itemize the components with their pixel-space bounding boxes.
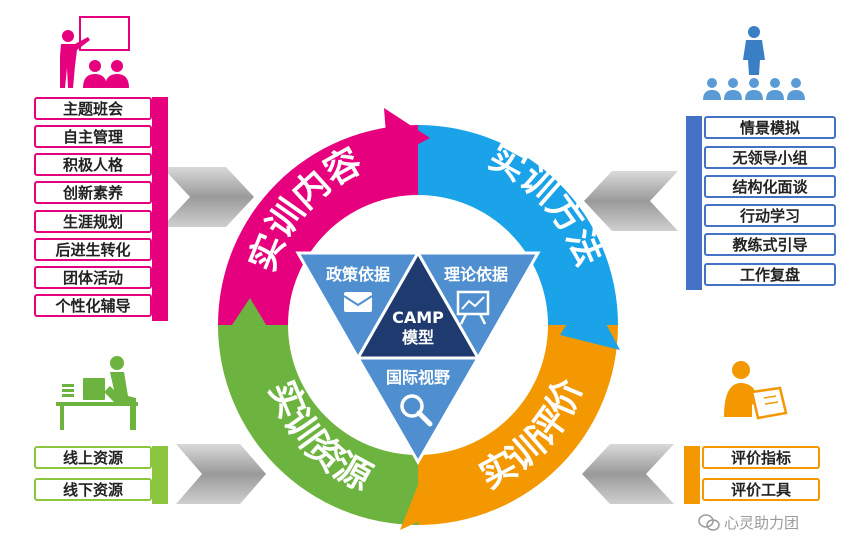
- watermark-text: 心灵助力团: [724, 514, 800, 532]
- group-leader-icon: [703, 26, 805, 100]
- list-item: 教练式引导: [704, 233, 836, 256]
- ring: [218, 108, 620, 530]
- list-item: 结构化面谈: [704, 175, 836, 198]
- triangle-global-label: 国际视野: [386, 368, 450, 387]
- ring-arrow-method: [560, 290, 620, 350]
- triangle-center: [355, 249, 481, 360]
- chevron-arrow-evaluation: [582, 444, 674, 504]
- list-item: 积极人格: [34, 153, 152, 176]
- triangle-policy-label: 政策依据: [326, 265, 390, 284]
- ring-arrow-evaluation: [400, 480, 455, 530]
- chevron-arrow-resources: [176, 444, 266, 504]
- magnifier-icon: [400, 394, 433, 427]
- method-list: 情景模拟 无领导小组 结构化面谈 行动学习 教练式引导 工作复盘: [686, 116, 836, 290]
- list-item: 情景模拟: [704, 116, 836, 139]
- list-item: 团体活动: [34, 266, 152, 289]
- list-item: 线上资源: [34, 446, 152, 469]
- content-list: 主题班会 自主管理 积极人格 创新素养 生涯规划 后进生转化 团体活动 个性化辅…: [34, 97, 168, 321]
- method-list-bar: [686, 116, 702, 290]
- triangle-center-line2: 模型: [402, 328, 434, 347]
- list-item: 个性化辅导: [34, 294, 152, 317]
- chevron-arrow-method: [584, 171, 678, 231]
- ring-segment-evaluation: [418, 325, 618, 525]
- ring-arrow-resources: [230, 298, 268, 328]
- list-item: 评价工具: [702, 478, 820, 501]
- person-at-computer-icon: [56, 356, 138, 430]
- list-item: 主题班会: [34, 97, 152, 120]
- teacher-at-board-icon: [60, 16, 130, 88]
- chevron-arrow-content: [162, 167, 254, 227]
- list-item: 工作复盘: [704, 263, 836, 286]
- chat-bubble-icon: [698, 513, 720, 531]
- list-item: 自主管理: [34, 125, 152, 148]
- ring-segment-method: [418, 125, 618, 325]
- ring-segment-content: [218, 125, 418, 325]
- resources-list-bar: [152, 446, 168, 504]
- triangle-center-line1: CAMP: [392, 308, 444, 327]
- evaluation-list: 评价指标 评价工具: [684, 446, 820, 504]
- list-item: 无领导小组: [704, 146, 836, 169]
- triangle-theory-label: 理论依据: [444, 265, 508, 284]
- list-item: 行动学习: [704, 204, 836, 227]
- content-list-bar: [152, 97, 168, 321]
- ring-arrow-content: [384, 108, 430, 160]
- presentation-board-icon: [456, 290, 490, 325]
- envelope-icon: [343, 292, 373, 312]
- camp-triangle: [295, 249, 541, 466]
- list-item: 创新素养: [34, 181, 152, 204]
- list-item: 线下资源: [34, 478, 152, 501]
- list-item: 评价指标: [702, 446, 820, 469]
- resources-list: 线上资源 线下资源: [34, 446, 168, 504]
- watermark: 心灵助力团: [698, 512, 799, 533]
- list-item: 生涯规划: [34, 210, 152, 233]
- evaluation-list-bar: [684, 446, 700, 504]
- list-item: 后进生转化: [34, 238, 152, 261]
- person-writing-icon: [724, 361, 788, 420]
- ring-segment-resources: [218, 325, 418, 525]
